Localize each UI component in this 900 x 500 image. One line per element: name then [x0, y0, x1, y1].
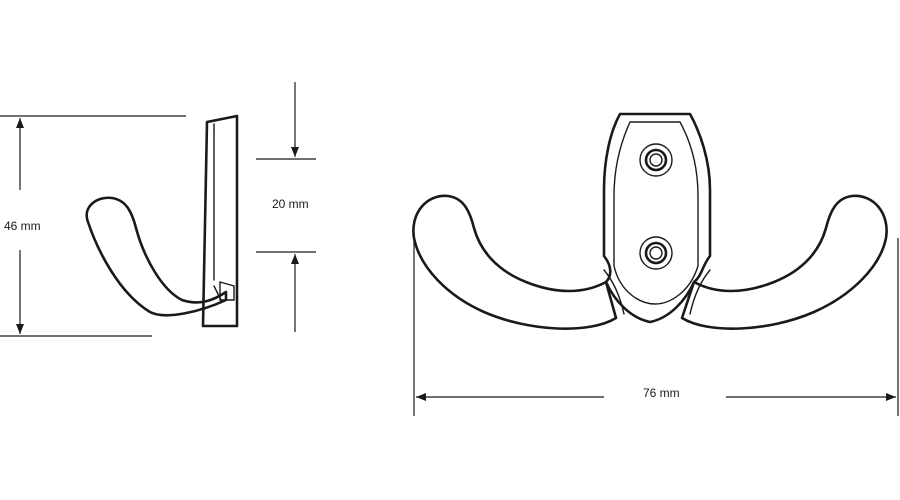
screw-hole-bottom — [639, 236, 673, 270]
plate-dimension-label: 20 mm — [272, 197, 309, 211]
left-junction-line — [603, 269, 625, 315]
front-view-center-body — [602, 112, 712, 324]
front-view-right-arm — [680, 194, 888, 330]
front-view-left-arm — [412, 194, 618, 330]
side-view-lug — [219, 281, 235, 301]
side-view-plate — [201, 114, 239, 328]
screw-hole-top — [639, 143, 673, 177]
right-junction-line — [689, 269, 711, 315]
front-view: 76 mm — [412, 112, 899, 416]
side-view-hook — [85, 196, 228, 317]
lug-edge-line — [213, 285, 223, 303]
side-view: 46 mm 20 mm — [0, 82, 316, 337]
height-dimension-label: 46 mm — [4, 219, 41, 233]
front-view-plate-inner — [613, 121, 699, 305]
width-dimension-label: 76 mm — [643, 386, 680, 400]
